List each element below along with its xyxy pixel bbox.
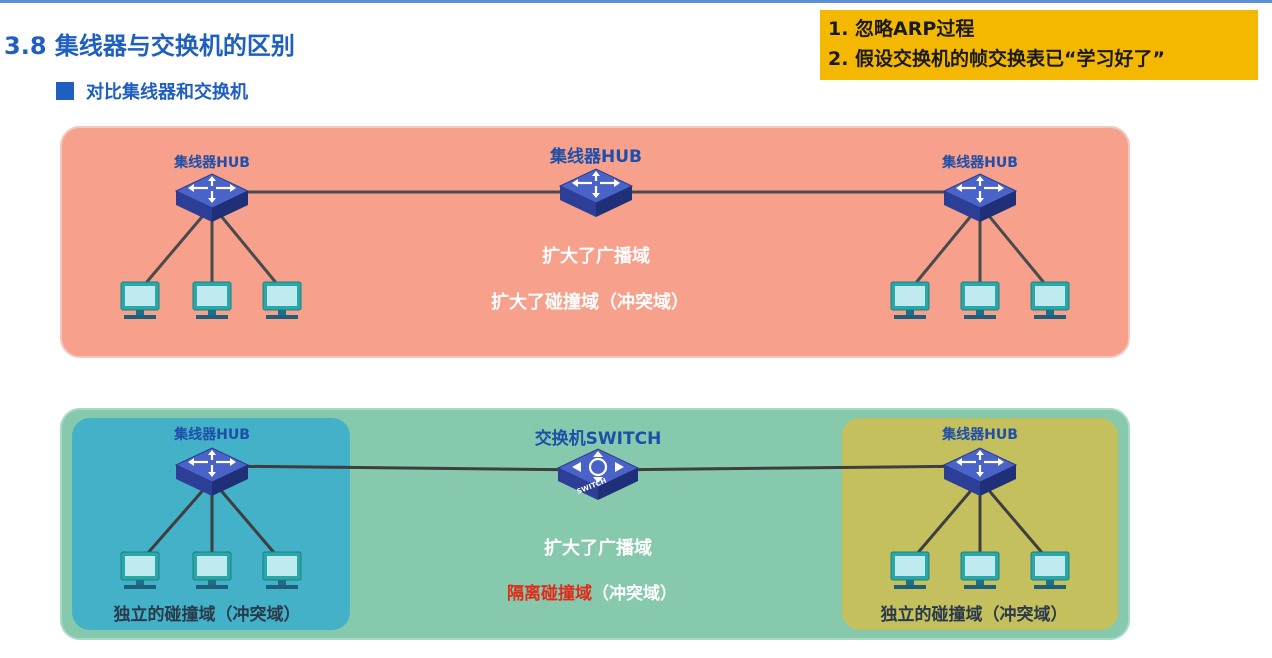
slide-title: 3.8 集线器与交换机的区别 [4, 32, 295, 60]
left-hub-device [174, 172, 250, 224]
pc-icon [890, 281, 930, 320]
right-domain-label: 独立的碰撞域（冲突域） [880, 605, 1068, 625]
top-broadcast-text: 扩大了广播域 [542, 246, 650, 267]
pc-icon [120, 281, 160, 320]
switch-device [556, 447, 640, 502]
bottom-left-hub-label: 集线器HUB [174, 427, 250, 443]
bottom-isolate-text: 隔离碰撞域（冲突域） [507, 579, 677, 604]
top-accent-line [0, 0, 1272, 3]
pc-icon [120, 551, 160, 590]
pc-icon [1030, 281, 1070, 320]
right-hub-device [942, 446, 1018, 498]
left-hub-device [174, 446, 250, 498]
isolate-red-text: 隔离碰撞域 [507, 584, 592, 604]
top-center-hub-label: 集线器HUB [550, 147, 642, 167]
slide-subtitle: 对比集线器和交换机 [56, 78, 248, 104]
pc-icon [262, 551, 302, 590]
pc-icon [960, 551, 1000, 590]
top-right-hub-label: 集线器HUB [942, 155, 1018, 171]
square-bullet-icon [56, 82, 74, 100]
pc-icon [192, 281, 232, 320]
pc-icon [890, 551, 930, 590]
pc-icon [192, 551, 232, 590]
note-line-2: 2. 假设交换机的帧交换表已“学习好了” [828, 48, 1166, 70]
pc-icon [960, 281, 1000, 320]
left-domain-label: 独立的碰撞域（冲突域） [113, 605, 301, 625]
bottom-broadcast-text: 扩大了广播域 [544, 538, 652, 559]
top-collision-text: 扩大了碰撞域（冲突域） [491, 292, 689, 313]
pc-icon [262, 281, 302, 320]
right-hub-device [942, 172, 1018, 224]
note-line-1: 1. 忽略ARP过程 [828, 18, 975, 40]
pc-icon [1030, 551, 1070, 590]
bottom-switch-label: 交换机SWITCH [534, 429, 662, 449]
bottom-right-hub-label: 集线器HUB [942, 427, 1018, 443]
isolate-rest-text: （冲突域） [592, 584, 677, 604]
center-hub-device [558, 167, 634, 219]
hub-network-panel [60, 126, 1130, 358]
subtitle-text: 对比集线器和交换机 [86, 82, 248, 103]
top-left-hub-label: 集线器HUB [174, 155, 250, 171]
assumption-note: 1. 忽略ARP过程 2. 假设交换机的帧交换表已“学习好了” [820, 10, 1258, 80]
